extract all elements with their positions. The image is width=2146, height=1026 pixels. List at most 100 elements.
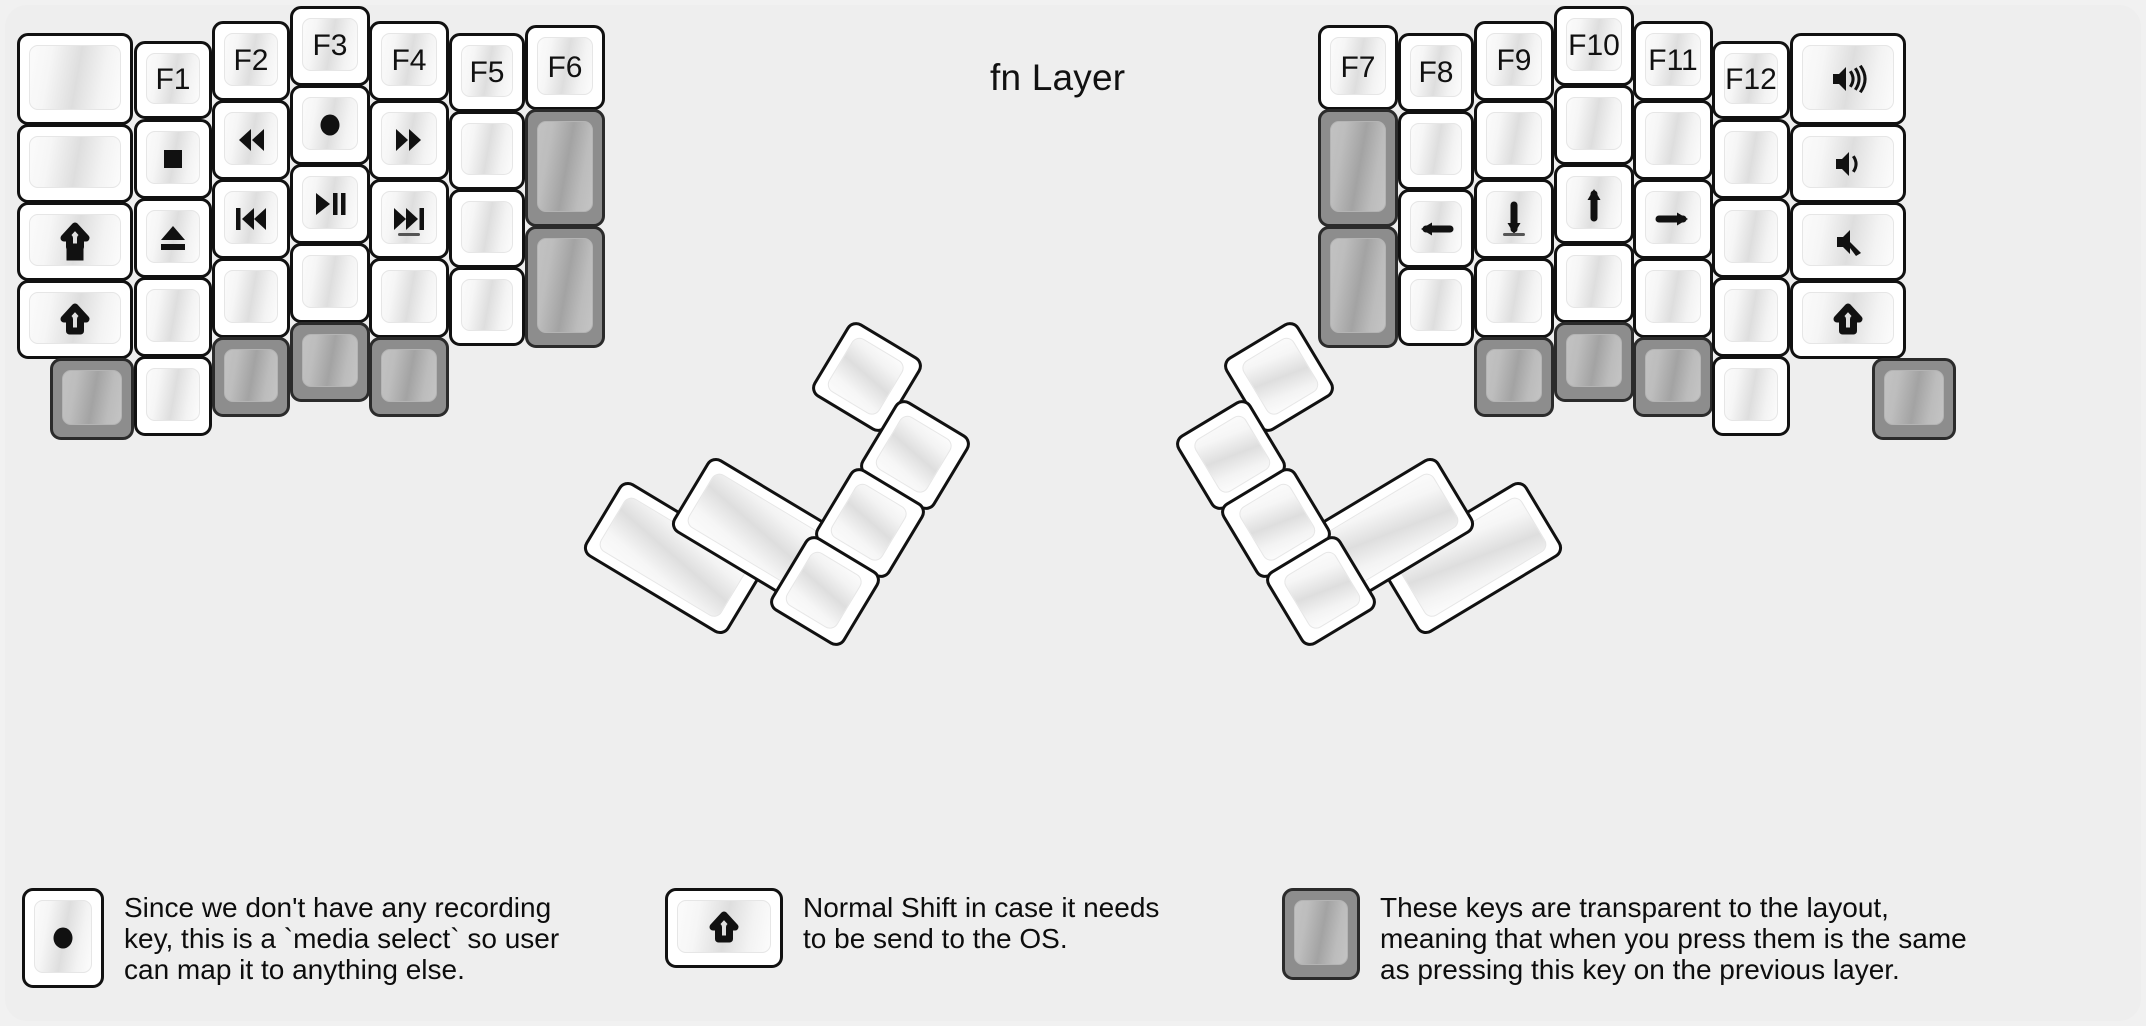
right-pinky-column-key-2[interactable] [1712,119,1790,199]
left-inner-extra-column-key-3[interactable] [525,226,605,348]
caps-lock-icon [55,222,95,262]
left-middle-column-key-4[interactable] [290,243,370,323]
keycap-surface [224,112,278,165]
right-inner-column-key-4[interactable] [1398,267,1474,346]
left-index-column-key-2[interactable] [369,100,449,180]
right-inner-extra-column-key-1[interactable]: F7 [1318,25,1398,110]
left-pinky-outer-column-key-2[interactable] [17,124,133,203]
left-inner-column-key-4[interactable] [449,267,525,346]
keycap-surface [29,136,121,188]
right-pinky-column-key-1[interactable]: F12 [1712,41,1790,119]
right-inner-extra-column-key-3[interactable] [1318,226,1398,348]
right-pinky-column-key-4[interactable] [1712,277,1790,357]
key-label: F3 [312,29,348,62]
left-pinky-outer-column-key-1[interactable] [17,33,133,125]
keycap-surface [1566,97,1622,150]
key-label: F4 [391,44,427,77]
right-inner-column-key-3[interactable] [1398,189,1474,268]
transparent-legend: These keys are transparent to the layout… [1282,888,1967,985]
left-inner-column-key-3[interactable] [449,189,525,268]
record-dot-icon [43,918,83,958]
key-label: F10 [1568,29,1620,62]
right-middle-column-key-5[interactable] [1554,322,1634,402]
right-pinky-outer-column-key-5[interactable] [1872,358,1956,440]
right-pinky-outer-column-key-3[interactable] [1790,202,1906,281]
right-pinky-outer-column-key-1[interactable] [1790,33,1906,125]
left-inner-column-key-2[interactable] [449,111,525,190]
right-ring-column-key-5[interactable] [1633,337,1713,417]
left-ring-column-key-2[interactable] [212,100,290,180]
left-middle-column-key-1[interactable]: F3 [290,6,370,86]
keycap-surface [1645,349,1701,402]
right-index-column-key-2[interactable] [1474,100,1554,180]
right-index-column-key-4[interactable] [1474,258,1554,338]
left-ring-column-key-1[interactable]: F2 [212,21,290,101]
right-inner-column-key-2[interactable] [1398,111,1474,190]
right-inner-extra-column-key-2[interactable] [1318,109,1398,227]
record-legend-key[interactable] [22,888,104,988]
right-pinky-outer-column-key-4[interactable] [1790,280,1906,359]
keycap-surface [1330,238,1386,333]
keycap-surface [782,548,865,632]
keycap-surface [146,210,200,263]
left-pinky-column-key-5[interactable] [134,356,212,436]
arrow-right-icon [1653,199,1693,239]
keycap-surface [1410,123,1462,175]
keycap-surface [1724,53,1778,104]
left-index-column-key-4[interactable] [369,258,449,338]
media-prev-track-icon [231,199,271,239]
right-index-column-key-3[interactable] [1474,179,1554,259]
right-middle-column-key-2[interactable] [1554,85,1634,165]
keycap-surface [29,45,121,110]
left-index-column-key-5[interactable] [369,337,449,417]
left-ring-column-key-5[interactable] [212,337,290,417]
left-pinky-column-key-1[interactable]: F1 [134,41,212,119]
left-ring-column-key-4[interactable] [212,258,290,338]
right-pinky-column-key-3[interactable] [1712,198,1790,278]
key-label: F8 [1418,55,1454,89]
right-middle-column-key-4[interactable] [1554,243,1634,323]
left-middle-column-key-2[interactable] [290,85,370,165]
left-inner-extra-column-key-2[interactable] [525,109,605,227]
keycap-surface [1294,900,1348,965]
transparent-legend-key[interactable] [1282,888,1360,980]
left-ring-column-key-3[interactable] [212,179,290,259]
shift-legend-key[interactable] [665,888,783,968]
left-pinky-column-key-3[interactable] [134,198,212,278]
left-pinky-column-key-4[interactable] [134,277,212,357]
left-pinky-column-key-2[interactable] [134,119,212,199]
left-index-column-key-1[interactable]: F4 [369,21,449,101]
left-inner-extra-column-key-1[interactable]: F6 [525,25,605,110]
left-index-column-key-3[interactable] [369,179,449,259]
left-middle-column-key-5[interactable] [290,322,370,402]
key-label: F2 [233,44,269,77]
right-ring-column-key-3[interactable] [1633,179,1713,259]
keycap-surface [381,349,437,402]
keycap-surface [1486,270,1542,323]
transparent-legend-text: These keys are transparent to the layout… [1380,892,1967,985]
key-label: F1 [155,63,191,96]
keycap-surface [461,45,513,97]
right-ring-column-key-2[interactable] [1633,100,1713,180]
keycap-surface [1486,33,1542,86]
left-middle-column-key-3[interactable] [290,164,370,244]
left-pinky-outer-column-key-3[interactable] [17,202,133,281]
right-index-column-key-5[interactable] [1474,337,1554,417]
left-pinky-outer-column-key-4[interactable] [17,280,133,359]
keycap-surface [1566,334,1622,387]
right-inner-column-key-1[interactable]: F8 [1398,33,1474,112]
media-play-pause-icon [310,184,350,224]
right-middle-column-key-1[interactable]: F10 [1554,6,1634,86]
right-ring-column-key-4[interactable] [1633,258,1713,338]
right-middle-column-key-3[interactable] [1554,164,1634,244]
keycap-surface [1410,279,1462,331]
right-pinky-column-key-5[interactable] [1712,356,1790,436]
right-ring-column-key-1[interactable]: F11 [1633,21,1713,101]
media-eject-icon [153,218,193,258]
right-index-column-key-1[interactable]: F9 [1474,21,1554,101]
left-inner-column-key-1[interactable]: F5 [449,33,525,112]
left-pinky-outer-column-key-5[interactable] [50,358,134,440]
right-pinky-outer-column-key-2[interactable] [1790,124,1906,203]
key-label: F9 [1496,44,1532,77]
